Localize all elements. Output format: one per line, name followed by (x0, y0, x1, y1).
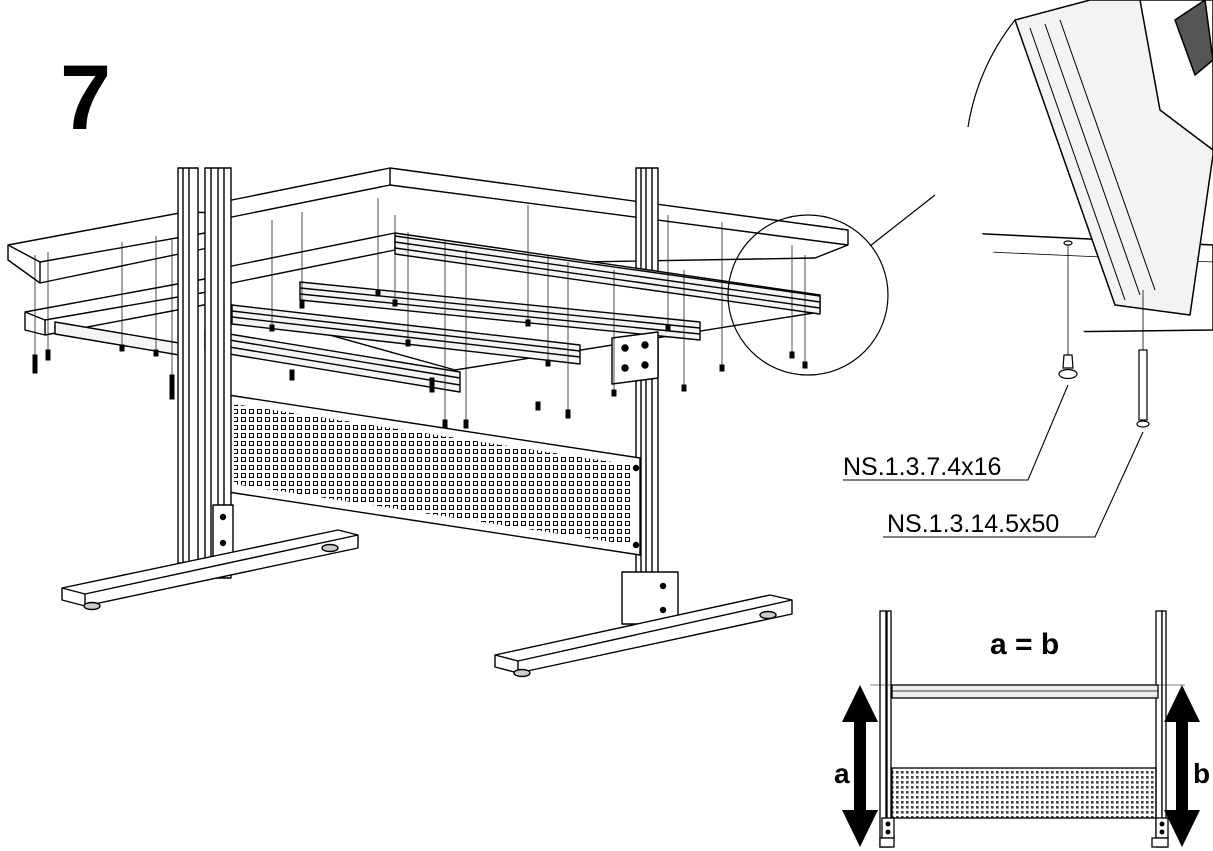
callout-screw-50: NS.1.3.14.5x50 (887, 510, 1060, 538)
measure-detail (870, 610, 1185, 848)
screw-set (32, 198, 808, 429)
zoom-circle-edge (967, 19, 1016, 128)
rail-2 (299, 281, 701, 341)
screw-heads (32, 289, 808, 429)
rail-3 (231, 304, 581, 365)
profile-rails (54, 235, 821, 393)
step-number: 7 (60, 47, 112, 149)
rear-column-base (621, 571, 679, 625)
desk-assembly (7, 167, 849, 678)
screw-guides (34, 198, 806, 420)
perforated-panel (227, 394, 641, 556)
right-foot (494, 594, 793, 678)
zoom-detail (955, 0, 1213, 334)
arrow-b (1164, 685, 1200, 847)
dimension-a-label: a (834, 758, 850, 789)
dimension-b-label: b (1193, 758, 1211, 789)
screw-50-icon (1138, 349, 1148, 421)
measure-panel (891, 767, 1157, 819)
rail-1 (394, 235, 821, 315)
detail-magnifier (727, 194, 936, 376)
measure-rail (891, 684, 1159, 699)
front-column-left (177, 167, 234, 579)
equation-label: a = b (990, 628, 1060, 661)
left-foot (61, 529, 359, 611)
screw-16-icon (1062, 354, 1074, 369)
arrow-a (842, 685, 878, 847)
callout-leaders (843, 384, 1144, 538)
callout-screw-16: NS.1.3.7.4x16 (843, 453, 1002, 481)
zoom-screws (1058, 240, 1150, 428)
corner-bracket (611, 331, 659, 385)
zoom-source-circle (727, 214, 889, 376)
rail-4 (204, 329, 461, 393)
